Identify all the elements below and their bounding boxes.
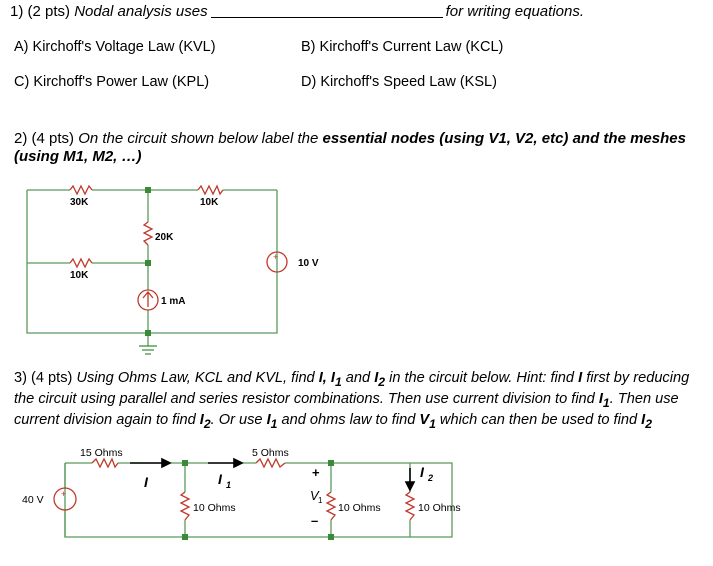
option-a[interactable]: A) Kirchoff's Voltage Law (KVL)	[14, 39, 216, 55]
q3-var-i2: I	[374, 370, 379, 386]
arrow-down-icon	[404, 481, 416, 492]
label-i2: I	[420, 464, 425, 480]
arrow-right-icon	[161, 457, 172, 469]
q3-var-i3: I	[578, 370, 583, 386]
label-30k: 30K	[70, 197, 89, 208]
q3-var-i8: I	[641, 411, 646, 428]
circuit-2	[64, 462, 453, 538]
q3-var-i5: I	[199, 411, 204, 428]
option-b[interactable]: B) Kirchoff's Current Law (KCL)	[301, 39, 504, 55]
label-10-ohms-a: 10 Ohms	[193, 502, 236, 514]
label-v1: V	[310, 488, 320, 503]
q3-sub-7: 1	[429, 416, 436, 431]
q3-text-5: . Then use current division again to fin…	[14, 390, 679, 428]
q3-sub-2: 2	[378, 374, 386, 389]
q3-sub-5: 2	[203, 416, 211, 431]
question-1: 1) (2 pts) Nodal analysis uses for writin…	[10, 3, 584, 21]
q1-stem: Nodal analysis uses	[74, 3, 208, 20]
q3-sub-1: 1	[334, 374, 342, 389]
q2-text: On the circuit shown below label the	[78, 130, 323, 147]
option-c[interactable]: C) Kirchoff's Power Law (KPL)	[14, 74, 210, 90]
label-10v: 10 V	[298, 258, 319, 269]
q3-text-2: and	[341, 370, 375, 386]
resistor-10k-top	[197, 184, 224, 196]
answer-blank[interactable]	[210, 3, 443, 18]
resistor-10-ohms-a	[179, 491, 191, 521]
label-20k: 20K	[155, 232, 174, 243]
q3-var-i6: I	[266, 411, 271, 428]
label-10-ohms-b: 10 Ohms	[338, 502, 381, 514]
q1-prefix: 1) (2 pts)	[10, 3, 75, 20]
label-v1-sub: 1	[318, 496, 323, 505]
plus-sign: +	[61, 489, 66, 499]
resistor-5-ohms	[255, 457, 286, 469]
label-40v: 40 V	[22, 494, 44, 506]
label-i1: I	[218, 471, 223, 487]
node-dot	[145, 187, 151, 193]
q3-var-v1: V	[419, 411, 430, 428]
v1-plus: +	[312, 465, 320, 480]
c1-outer-wire	[26, 190, 278, 334]
label-10k-mid: 10K	[70, 270, 89, 281]
question-3: 3) (4 pts) Using Ohms Law, KCL and KVL, …	[14, 370, 709, 433]
arrow-up-icon	[142, 290, 154, 307]
q3-text-6: . Or use	[210, 411, 267, 428]
q3-text-8: which can then be used to find	[435, 411, 642, 428]
q3-text-3: in the circuit below. Hint: find	[385, 370, 579, 386]
q3-var-i4: I	[598, 390, 603, 407]
label-i: I	[144, 474, 149, 490]
q3-sub-4: 1	[602, 395, 610, 410]
q2-prefix: 2) (4 pts)	[14, 130, 79, 147]
arrow-right-icon	[233, 457, 244, 469]
node-dot	[145, 330, 151, 336]
circuit-1	[26, 189, 278, 346]
label-10k-top: 10K	[200, 197, 219, 208]
resistor-10k-mid	[69, 257, 93, 269]
q3-var-i: I, I	[318, 370, 335, 386]
q3-text-7: and ohms law to find	[277, 411, 420, 428]
v1-minus: –	[311, 513, 318, 528]
question-2: 2) (4 pts) On the circuit shown below la…	[14, 130, 704, 166]
label-15-ohms: 15 Ohms	[80, 447, 123, 459]
label-i1-sub: 1	[226, 480, 231, 490]
option-d[interactable]: D) Kirchoff's Speed Law (KSL)	[301, 74, 497, 90]
label-5-ohms: 5 Ohms	[252, 447, 289, 459]
resistor-15-ohms	[91, 457, 119, 469]
current-source-1ma	[137, 289, 159, 311]
q3-text-1: Using Ohms Law, KCL and KVL, find	[76, 370, 319, 386]
label-1ma: 1 mA	[161, 296, 185, 307]
resistor-10-ohms-c	[404, 491, 416, 521]
q3-prefix: 3) (4 pts)	[14, 370, 77, 386]
q3-sub-8: 2	[645, 416, 652, 431]
resistor-10-ohms-b	[325, 491, 337, 521]
q3-text-4: first by reducing the circuit using para…	[14, 370, 690, 407]
voltage-source-40v	[53, 487, 77, 511]
label-i2-sub: 2	[427, 473, 433, 483]
voltage-source-10v	[266, 251, 288, 273]
q3-sub-6: 1	[270, 416, 278, 431]
resistor-20k	[142, 221, 154, 246]
plus-sign: +	[273, 252, 278, 262]
q1-suffix: for writing equations.	[445, 3, 584, 20]
q2-bold-text: essential nodes (using V1, V2, etc) and …	[14, 130, 686, 165]
c2-outer-wire	[64, 462, 453, 538]
label-10-ohms-c: 10 Ohms	[418, 502, 461, 514]
node-dot	[145, 260, 151, 266]
ground-icon	[139, 345, 157, 355]
resistor-30k	[69, 184, 93, 196]
